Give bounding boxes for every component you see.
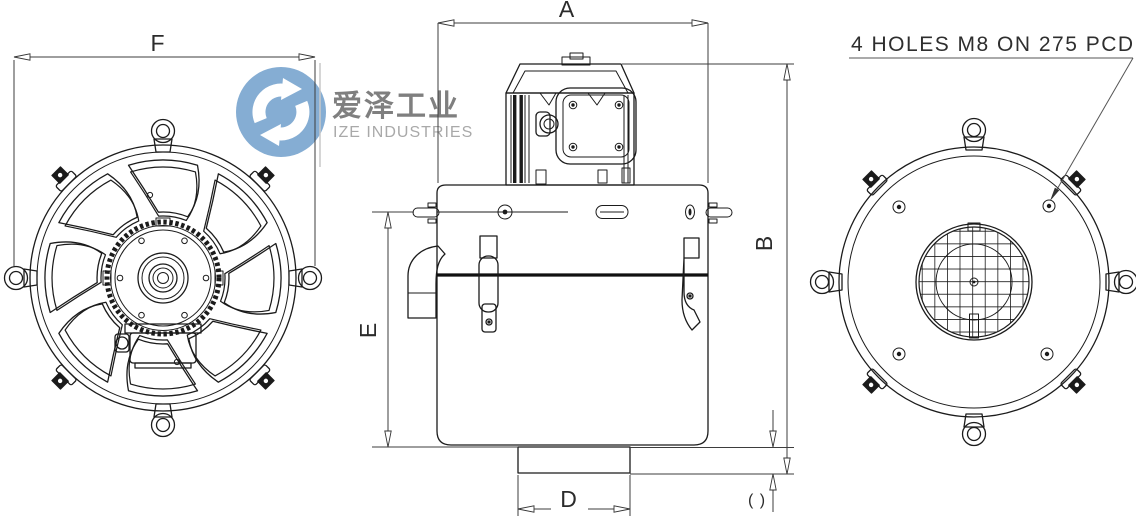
dimension-f: F [13, 30, 316, 266]
watermark: 爱泽工业 IZE INDUSTRIES [236, 63, 473, 167]
motor-ribs [510, 95, 629, 183]
motor-hub [102, 191, 224, 366]
dimension-d: D [517, 475, 631, 516]
toggle-latch [681, 237, 701, 331]
dimension-label-b: B [751, 235, 777, 251]
dimension-c: ( ) [630, 410, 794, 512]
terminal-box-front [114, 323, 202, 369]
pcd-hole [892, 347, 906, 361]
toggle-latch [478, 235, 499, 333]
clamp-icon [47, 363, 78, 394]
rear-view [809, 117, 1136, 447]
drum-body [407, 184, 733, 474]
side-pin [705, 202, 733, 224]
eyebolt-icon [1105, 269, 1136, 295]
eyebolt-icon [150, 118, 176, 153]
dimension-label-d: D [560, 486, 578, 512]
outlet-spigot [517, 446, 631, 474]
guard-spokes [45, 160, 281, 396]
ize-logo-icon [236, 67, 326, 157]
eyebolt-icon [288, 265, 323, 291]
pcd-hole [1040, 347, 1054, 361]
dimension-label-c: ( ) [748, 492, 766, 509]
eyebolt-icon [961, 413, 987, 447]
clamp-icon [47, 162, 78, 193]
clamp-icon [248, 162, 279, 193]
eyebolt-icon [3, 265, 38, 291]
eyebolt-icon [809, 269, 843, 295]
dimension-b: B [622, 63, 794, 475]
side-view [407, 52, 733, 474]
dimension-label-e: E [355, 322, 381, 338]
clamp-icon [248, 363, 279, 394]
eyebolt-icon [150, 403, 176, 438]
pcd-hole [892, 200, 906, 214]
side-pin [412, 202, 440, 224]
front-view [3, 118, 323, 438]
holes-note-text: 4 HOLES M8 ON 275 PCD [851, 33, 1135, 56]
pcd-hole [1042, 199, 1056, 213]
inlet-grille [915, 222, 1033, 341]
watermark-company-cn: 爱泽工业 [332, 90, 460, 123]
dimension-a: A [437, 0, 709, 183]
eyebolt-icon [961, 117, 987, 151]
elbow-spout [407, 245, 446, 319]
cable-gland-icon [535, 111, 551, 137]
holes-note: 4 HOLES M8 ON 275 PCD [849, 33, 1135, 201]
motor [505, 52, 637, 186]
dimension-e: E [355, 211, 518, 448]
watermark-company-en: IZE INDUSTRIES [333, 124, 473, 141]
dimension-label-f: F [150, 30, 165, 56]
dimension-label-a: A [559, 0, 575, 22]
terminal-box-side [535, 87, 637, 165]
leader-arrow-icon [1050, 187, 1060, 201]
leader-line [1051, 57, 1134, 199]
